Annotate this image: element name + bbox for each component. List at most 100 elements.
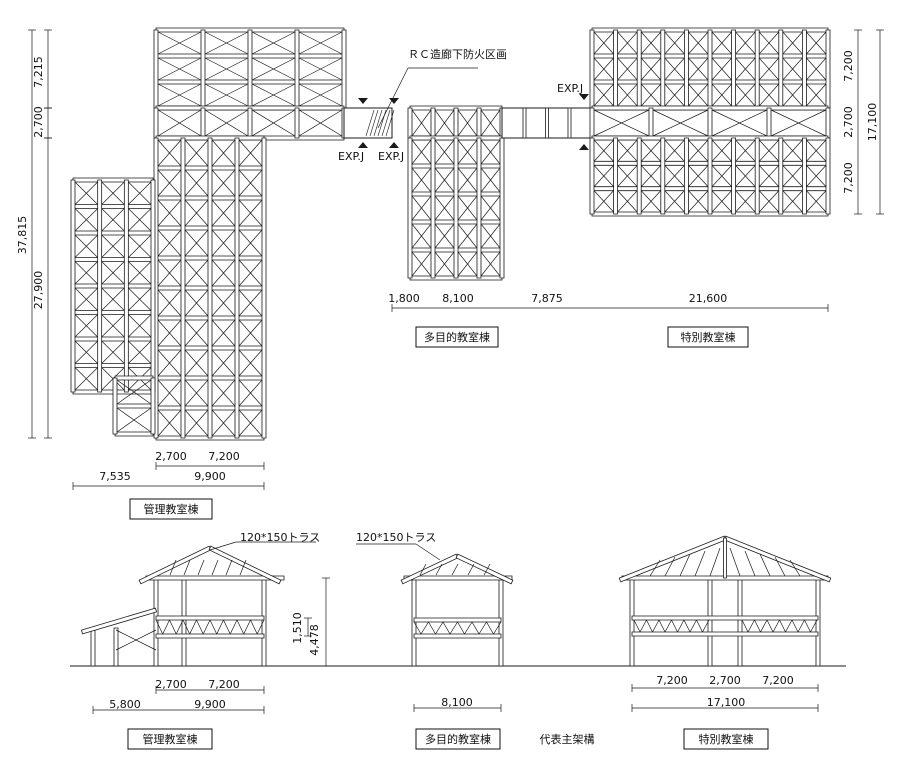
floor-truss-web [471, 621, 480, 635]
column [153, 107, 159, 139]
floor-truss-web [772, 619, 780, 633]
floor-truss-web [216, 619, 224, 635]
column [70, 179, 76, 393]
brace [74, 287, 98, 311]
truss-label-tamo: 120*150トラス [356, 531, 436, 544]
kanri-main-block [153, 135, 267, 441]
column [802, 29, 807, 109]
sec-dim-tamo [413, 704, 502, 712]
column [660, 137, 666, 215]
beam [72, 177, 154, 183]
brace [184, 289, 209, 317]
kanri-section-label-box [127, 728, 213, 750]
brace [664, 57, 685, 81]
roof-truss-web [729, 547, 741, 577]
floor-truss-web [696, 619, 703, 633]
brace [711, 31, 732, 55]
floor-truss-web [486, 621, 494, 635]
brace [711, 190, 732, 213]
brace [128, 234, 152, 258]
floor-truss-web [760, 619, 768, 633]
column [825, 137, 831, 215]
floor-beam [155, 633, 265, 639]
structural-frames [70, 27, 846, 667]
brace [735, 139, 756, 162]
brace [806, 165, 827, 187]
brace [101, 234, 125, 258]
brace [806, 190, 827, 213]
floor-truss-web [189, 619, 197, 635]
column [453, 137, 459, 279]
brace [711, 165, 732, 187]
sec-dim-kanri-v2 [322, 577, 330, 667]
rc-hatch [365, 109, 375, 137]
sec-kanri-4478: 4,478 [308, 624, 321, 656]
column [294, 29, 300, 109]
floor-truss-web [779, 619, 786, 633]
floor-truss-web [785, 619, 793, 633]
beam [72, 204, 154, 209]
column [407, 137, 413, 279]
floor-truss-web [250, 619, 258, 635]
brace [238, 199, 263, 227]
rc-hatch [385, 109, 395, 137]
floor-truss-web [683, 619, 691, 633]
brace [211, 319, 236, 347]
floor-truss-web [229, 619, 238, 635]
floor-truss-web [639, 619, 647, 633]
sec-kanri-2700: 2,700 [155, 678, 187, 691]
floor-truss-web [442, 621, 451, 635]
beam [72, 257, 154, 262]
brace [758, 31, 780, 55]
column [150, 377, 156, 435]
column [476, 137, 482, 279]
column [731, 29, 736, 109]
floor-truss-web [428, 621, 436, 635]
brace [157, 109, 202, 137]
column [294, 107, 300, 139]
roof-truss-web [169, 559, 177, 576]
tamo-section-frame [356, 543, 514, 667]
brace [617, 31, 638, 55]
brace [782, 139, 803, 162]
floor-truss-web [747, 619, 755, 633]
tamo-dim-8100: 8,100 [442, 292, 474, 305]
brace [128, 208, 152, 232]
column [707, 29, 713, 109]
brace [688, 190, 709, 213]
rc-corridor [343, 107, 393, 139]
floor-beam [155, 615, 265, 621]
floor-truss-web [671, 619, 678, 633]
roof-truss-web [211, 559, 219, 576]
brace [640, 57, 662, 81]
exp-j-marker-3 [358, 142, 368, 148]
brace [184, 409, 209, 437]
brace [157, 319, 182, 347]
brace [74, 340, 98, 364]
brace [184, 139, 209, 167]
brace [184, 259, 209, 287]
toku-section-frame [618, 535, 832, 667]
roof-truss-web [744, 550, 756, 577]
kanri-upper-wing [153, 27, 347, 111]
brace [184, 349, 209, 377]
floor-truss-web [182, 619, 191, 635]
floor-truss-web [677, 619, 685, 633]
roof-truss-web [789, 559, 801, 577]
beam [114, 403, 154, 409]
brace [688, 57, 709, 81]
floor-beam [631, 631, 819, 637]
exp-joint-label-left: EXP.J [338, 150, 364, 163]
brace [251, 31, 296, 55]
brace [758, 139, 780, 162]
brace [640, 165, 662, 187]
brace [411, 109, 432, 137]
brace [735, 190, 756, 213]
brace [411, 223, 432, 249]
kanri-plan-label-box [129, 498, 213, 520]
column [825, 29, 831, 109]
sec-dim-kanri-2 [92, 706, 265, 714]
beam [72, 363, 154, 368]
brace [457, 109, 478, 137]
